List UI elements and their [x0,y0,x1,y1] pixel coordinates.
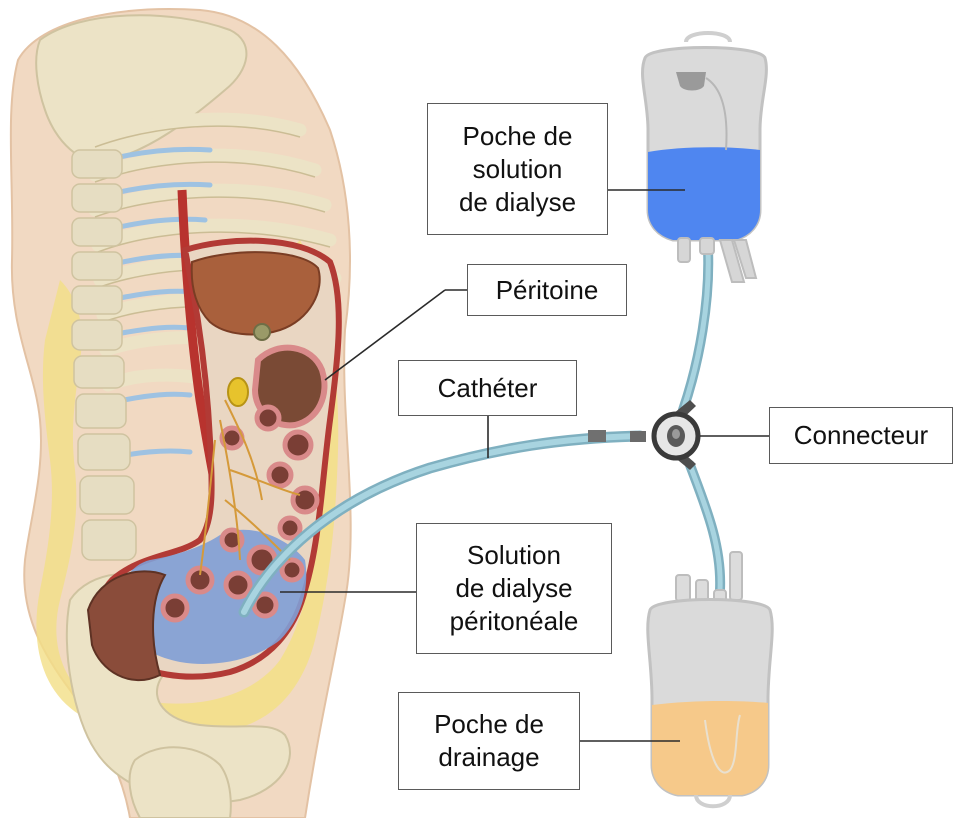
bag-ports [678,238,756,282]
label-text-line: solution [459,153,576,186]
label-peritoneal-dialysate: Solution de dialyse péritonéale [416,523,612,654]
label-text-line: drainage [434,741,544,774]
drainage-bag [648,552,772,806]
label-connector: Connecteur [769,407,953,464]
gallbladder [228,378,248,406]
label-text-line: Solution [450,539,579,572]
catheter-adapter [630,431,646,442]
label-peritoneum: Péritoine [467,264,627,316]
dialysis-solution-level [648,147,760,240]
label-catheter: Cathéter [398,360,577,416]
label-text-line: de dialyse [459,186,576,219]
label-text-line: Péritoine [496,274,599,307]
label-text-line: de dialyse [450,572,579,605]
label-text-line: Poche de [459,120,576,153]
duodenum [254,324,270,340]
dialysis-solution-bag [643,33,767,282]
bag-hanger [686,33,730,42]
label-text-line: Poche de [434,708,544,741]
torso-illustration [11,9,351,818]
drainage-bag-hanger [696,795,730,806]
label-drainage-bag: Poche de drainage [398,692,580,790]
label-text-line: Connecteur [794,419,928,452]
label-text-line: péritonéale [450,605,579,638]
y-connector [654,400,698,470]
label-text-line: Cathéter [438,372,538,405]
label-dialysis-solution-bag: Poche de solution de dialyse [427,103,608,235]
catheter-cuff [588,430,606,442]
drainage-bag-ports [676,552,742,602]
